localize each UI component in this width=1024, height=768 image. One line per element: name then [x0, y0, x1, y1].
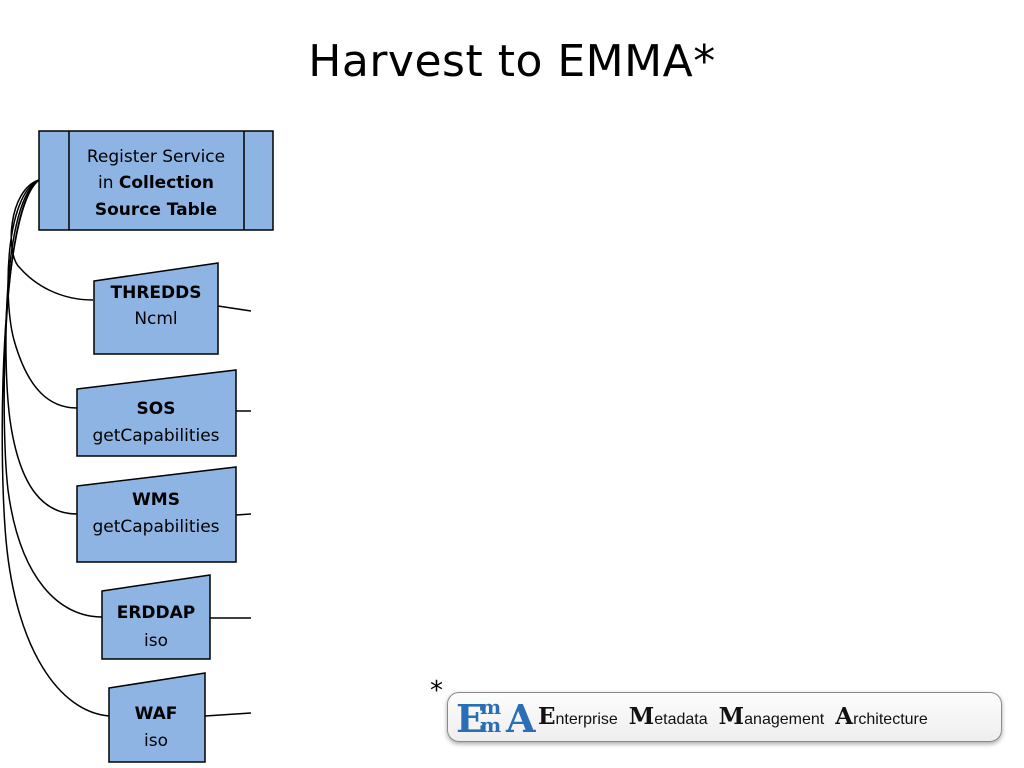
word-initial: M	[718, 703, 745, 730]
connector-wms	[5, 179, 78, 515]
slide-title: Harvest to EMMA*	[308, 36, 716, 87]
emma-logo-m-top: m	[480, 695, 502, 719]
output-stub-thredds	[217, 305, 252, 312]
word-initial: A	[835, 703, 854, 730]
register-line-3: Source Table	[95, 200, 217, 220]
word-rest: etadata	[654, 711, 708, 728]
emma-logo-a: A	[506, 696, 536, 741]
output-stub-waf	[204, 712, 252, 717]
connector-waf	[1, 179, 110, 717]
register-service-box: Register Service in Collection Source Ta…	[38, 130, 274, 231]
emma-full-name: Enterprise Metadata Management Architect…	[538, 703, 931, 730]
service-format: getCapabilities	[92, 517, 219, 537]
word-rest: nterprise	[555, 711, 618, 728]
service-format: Ncml	[134, 309, 177, 329]
word-initial: E	[538, 703, 556, 730]
service-format: iso	[144, 731, 168, 751]
service-name: WAF	[135, 704, 178, 724]
word-rest: rchitecture	[853, 711, 928, 728]
service-box-sos: SOS getCapabilities	[76, 369, 237, 457]
service-name: ERDDAP	[117, 603, 196, 623]
register-line-2: in Collection	[98, 173, 214, 193]
service-box-erddap: ERDDAP iso	[101, 574, 211, 660]
service-name: WMS	[132, 490, 180, 510]
register-line-1: Register Service	[87, 147, 225, 167]
connector-sos	[7, 179, 78, 409]
service-box-thredds: THREDDS Ncml	[93, 262, 219, 355]
service-format: iso	[144, 631, 168, 651]
emma-logo: E m m A	[454, 694, 538, 740]
emma-logo-e: E	[456, 696, 485, 741]
service-box-wms: WMS getCapabilities	[76, 466, 237, 563]
footnote-star: *	[430, 676, 443, 706]
service-name: THREDDS	[111, 283, 202, 303]
connector-thredds	[10, 179, 94, 301]
service-box-waf: WAF iso	[108, 672, 206, 763]
service-format: getCapabilities	[92, 426, 219, 446]
emma-logo-m-bottom: m	[480, 713, 502, 737]
service-name: SOS	[137, 399, 176, 419]
output-stub-wms	[235, 513, 252, 516]
word-rest: anagement	[744, 711, 825, 728]
emma-banner: E m m A Enterprise Metadata Management A…	[447, 692, 1002, 742]
connector-lines	[1, 179, 252, 717]
word-initial: M	[628, 703, 655, 730]
